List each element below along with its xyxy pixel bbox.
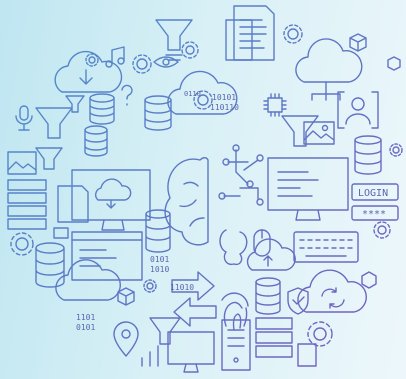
cloud-icon — [55, 259, 121, 301]
database-icon — [89, 93, 115, 125]
funnel-icon — [65, 95, 85, 113]
monitor-icon — [167, 331, 215, 373]
box-icon — [117, 287, 135, 306]
document-icon — [225, 19, 253, 61]
server-rack-icon — [255, 317, 293, 358]
database-icon — [84, 125, 108, 157]
database-icon — [145, 209, 171, 253]
gear-icon — [389, 143, 403, 157]
cloud-sync-icon — [297, 269, 367, 313]
brain-icon — [164, 157, 209, 246]
gear-icon — [143, 279, 157, 293]
location-pin-icon — [113, 321, 139, 357]
box-icon — [361, 271, 377, 289]
funnel-icon — [35, 147, 63, 170]
shield-check-icon — [287, 287, 309, 315]
circuit-icon — [218, 144, 264, 206]
image-icon — [303, 121, 335, 145]
question-icon — [121, 84, 133, 106]
login-form-icon — [351, 183, 399, 221]
chip-icon — [263, 93, 287, 117]
gear-icon — [283, 24, 303, 44]
funnel-icon — [155, 19, 193, 61]
binary-code-label: 0101 — [150, 255, 169, 264]
fingerprint-icon — [221, 292, 249, 331]
binary-code-label: 110110 — [210, 103, 239, 112]
database-icon — [35, 242, 65, 288]
cloud-download-icon — [54, 50, 123, 93]
database-icon — [354, 135, 382, 175]
funnel-icon — [35, 107, 73, 139]
brain-icon — [219, 229, 248, 266]
computer-mouse-icon — [253, 229, 271, 257]
gear-icon — [132, 54, 152, 74]
image-icon — [7, 151, 37, 175]
funnel-icon — [281, 115, 319, 147]
gear-icon — [181, 41, 199, 59]
window-icon — [53, 227, 69, 239]
gear-icon — [307, 321, 333, 347]
password-mask: **** — [362, 209, 386, 220]
user-profile-icon — [337, 91, 379, 129]
keyboard-icon — [293, 231, 359, 263]
login-label: LOGIN — [358, 188, 388, 199]
binary-code-label: 11010 — [170, 283, 194, 292]
gear-icon — [85, 53, 99, 67]
funnel-icon — [149, 317, 181, 345]
gear-icon — [373, 221, 391, 239]
document-icon — [297, 343, 317, 367]
bar-chart-icon — [141, 345, 159, 367]
binary-code-label: 0101 — [76, 323, 95, 332]
cloud-network-icon — [295, 38, 363, 101]
binary-code-label: 1010 — [150, 265, 169, 274]
cloud-gear-icon — [167, 70, 238, 115]
arrow-right-icon — [171, 271, 215, 301]
database-icon — [255, 277, 281, 315]
monitor-code-icon — [267, 157, 349, 221]
binary-code-label: 0110 — [184, 90, 201, 98]
cloud-monitor-icon — [71, 169, 151, 231]
database-icon — [144, 95, 172, 131]
desktop-tower-icon — [221, 319, 251, 371]
microphone-icon — [15, 105, 33, 131]
document-icon — [57, 185, 89, 223]
box-icon — [349, 33, 367, 52]
server-rack-icon — [7, 179, 47, 230]
music-note-icon — [105, 46, 125, 68]
arrow-left-icon — [173, 297, 217, 327]
gear-icon — [10, 232, 34, 256]
box-icon — [387, 56, 401, 71]
cloud-upload-icon — [246, 238, 296, 271]
binary-code-label: 10101 — [212, 93, 236, 102]
window-code-icon — [71, 231, 143, 281]
eye-icon — [153, 56, 179, 68]
document-icon — [233, 5, 275, 61]
binary-code-label: 1101 — [76, 313, 95, 322]
